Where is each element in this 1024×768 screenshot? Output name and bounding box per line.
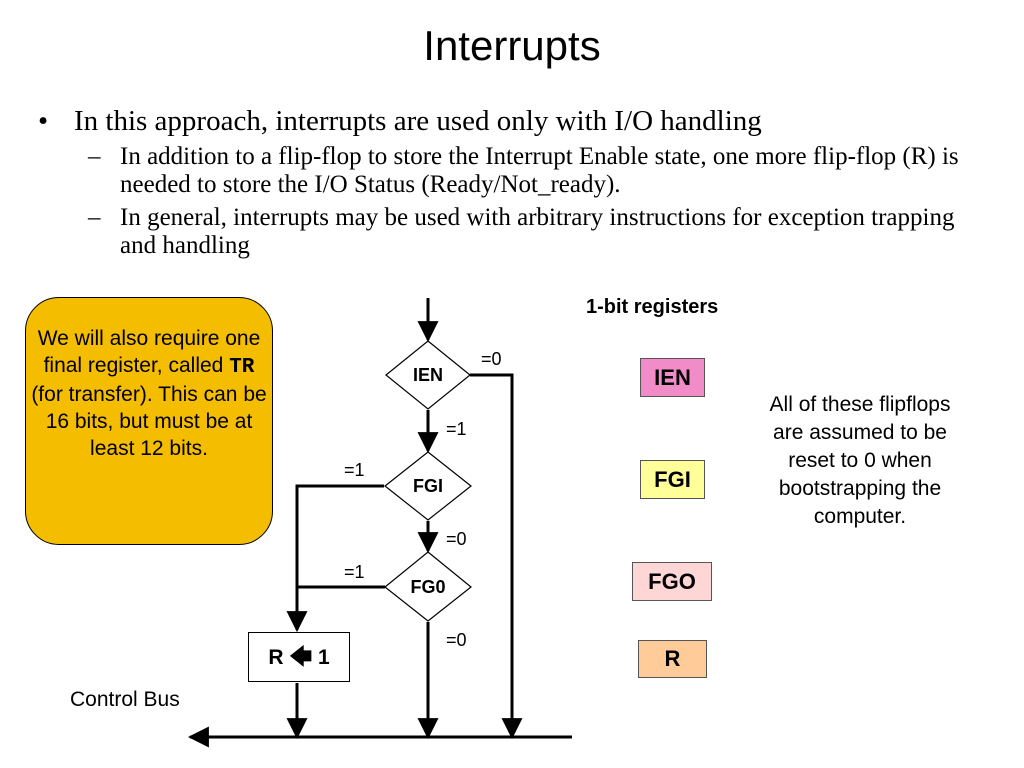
note-text-after: (for transfer). This can be 16 bits, but… (31, 383, 267, 460)
ien-decision (385, 340, 471, 410)
fgo-decision-label: FG0 (410, 577, 446, 597)
bullet-list: • In this approach, interrupts are used … (38, 104, 998, 260)
ien-decision-label: IEN (412, 365, 443, 385)
control-bus-label: Control Bus (70, 688, 180, 711)
dash-marker: – (88, 204, 101, 231)
fgi-one-path (286, 484, 384, 633)
fgi-one-label: =1 (344, 460, 365, 480)
register-r: R (638, 640, 707, 678)
r-set-action-box: R 🡄 1 (248, 632, 350, 682)
note-text-before: We will also require one final register,… (37, 327, 261, 377)
fgo-zero-label: =0 (446, 630, 467, 650)
r-box-left: R (268, 646, 284, 669)
bullet-main: • In this approach, interrupts are used … (38, 104, 998, 138)
fgo-decision (384, 551, 472, 622)
ien-one-label: =1 (446, 419, 467, 439)
register-fgo: FGO (632, 562, 712, 601)
left-arrow-icon: 🡄 (289, 644, 313, 669)
ien-zero-path (470, 373, 523, 740)
dash-marker: – (88, 143, 101, 170)
register-ien: IEN (640, 358, 705, 397)
fgi-decision-label: FGI (413, 476, 443, 496)
fgi-zero-label: =0 (446, 529, 467, 549)
fgo-one-label: =1 (344, 562, 365, 582)
sub-bullet-2-text: In general, interrupts may be used with … (120, 204, 955, 259)
ien-zero-label: =0 (481, 349, 502, 369)
bullet-main-text: In this approach, interrupts are used on… (74, 105, 762, 137)
sub-bullet-1-text: In addition to a flip-flop to store the … (120, 143, 959, 198)
fgi-decision (384, 451, 472, 521)
r-box-right: 1 (317, 646, 330, 669)
registers-title: 1-bit registers (586, 296, 719, 318)
bullet-marker: • (38, 105, 49, 137)
reset-note: All of these flipflops are assumed to be… (769, 393, 951, 528)
sub-bullet-2: – In general, interrupts may be used wit… (38, 204, 960, 260)
tr-register-note: We will also require one final register,… (25, 297, 273, 545)
sub-bullet-1: – In addition to a flip-flop to store th… (38, 143, 960, 199)
register-fgi: FGI (640, 460, 705, 499)
note-code-tr: TR (229, 356, 255, 379)
slide-title: Interrupts (423, 22, 601, 69)
